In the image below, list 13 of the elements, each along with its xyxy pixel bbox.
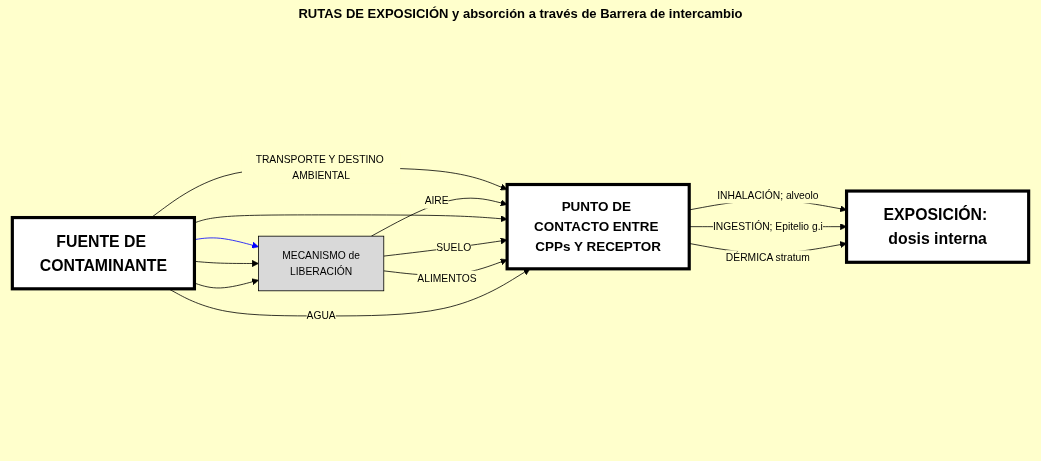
edge-label: TRANSPORTE Y DESTINO AMBIENTAL — [255, 153, 384, 182]
note-text: RUTAS DE EXPOSICIÓN y absorción a través de Barrera de intercambio — [298, 6, 743, 21]
node-box: MECANISMO de LIBERACIÓN — [258, 235, 385, 292]
edge-label: ALIMENTOS — [417, 272, 477, 285]
node-box: PUNTO DE CONTACTO ENTRE CPPs Y RECEPTOR — [505, 182, 691, 271]
edge-label: INHALACIÓN; alveolo — [717, 189, 819, 202]
edge-label: SUELO — [436, 241, 472, 254]
node-box: EXPOSICIÓN: dosis interna — [844, 189, 1031, 264]
edge-label: DÉRMICA stratum — [725, 251, 810, 264]
edge-label: INGESTIÓN; Epitelio g.i — [712, 220, 823, 233]
edge-label: AGUA — [306, 309, 336, 322]
edge-label: AIRE — [424, 194, 449, 207]
node-box: FUENTE DE CONTAMINANTE — [10, 215, 197, 291]
